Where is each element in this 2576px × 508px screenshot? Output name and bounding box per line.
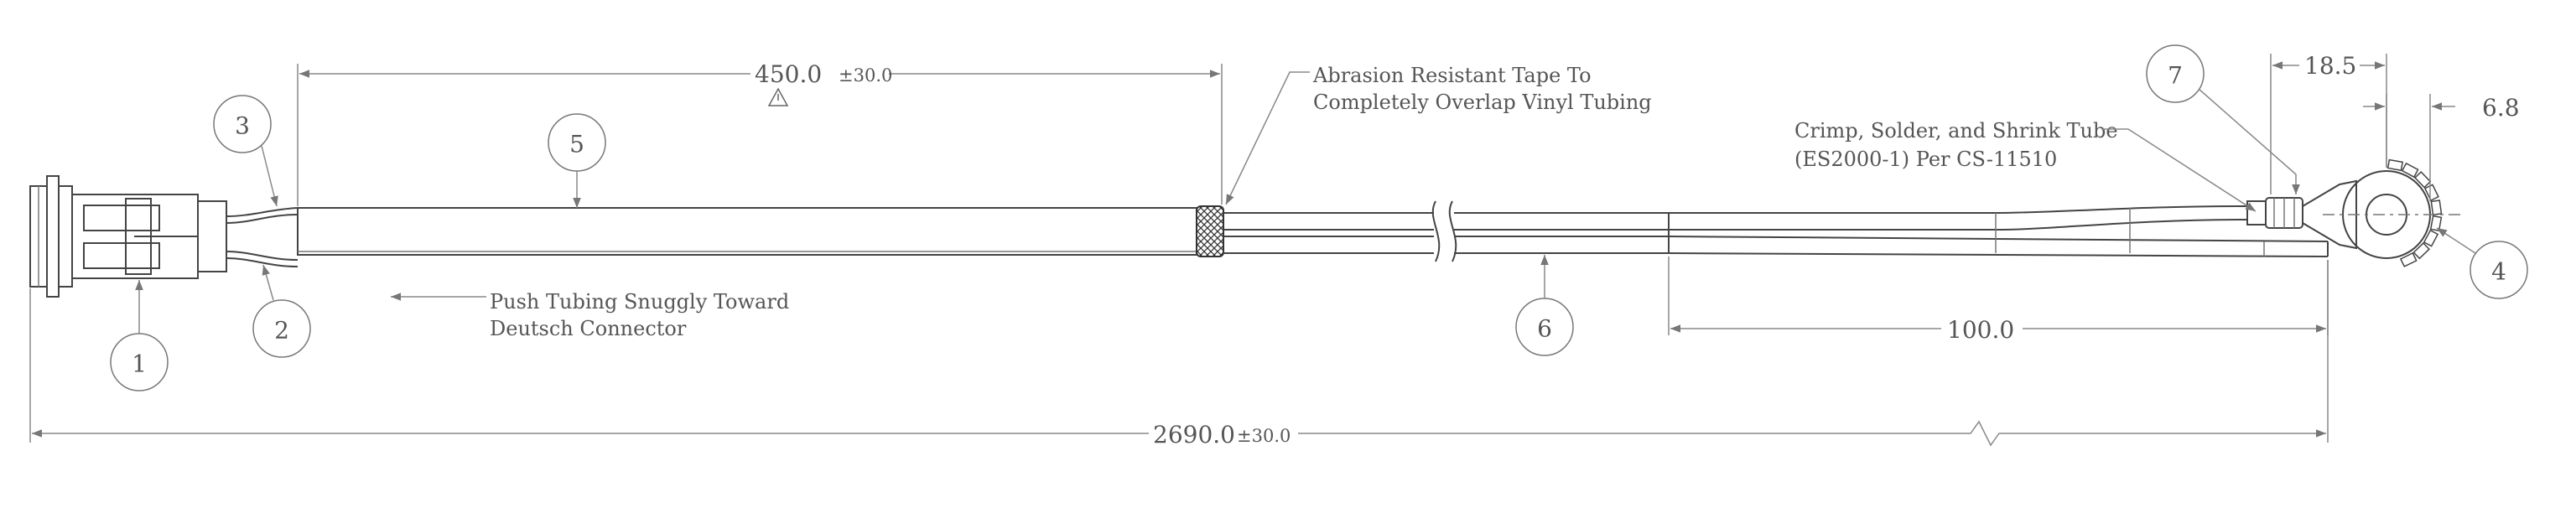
svg-text:1: 1 bbox=[132, 350, 147, 378]
dimension-ring-offset: 6.8 bbox=[2363, 94, 2520, 201]
abrasion-tape bbox=[1196, 205, 1224, 257]
dimension-value: 100.0 bbox=[1947, 316, 2014, 344]
svg-text:Deutsch Connector: Deutsch Connector bbox=[490, 317, 687, 340]
dimension-strip-length: 100.0 bbox=[1668, 257, 2329, 344]
svg-text:6: 6 bbox=[1537, 315, 1552, 343]
vinyl-tubing bbox=[297, 207, 1197, 256]
dimension-value: 450.0 bbox=[755, 60, 822, 88]
dimension-value: 6.8 bbox=[2482, 94, 2520, 122]
wire-breakout-left bbox=[226, 207, 299, 267]
ring-tooth bbox=[2412, 241, 2430, 260]
wire-run bbox=[1223, 200, 2329, 262]
item-balloon-3: 3 bbox=[213, 95, 278, 207]
dimension-terminal-offset: 18.5 bbox=[2270, 52, 2387, 194]
item-balloon-6: 6 bbox=[1515, 255, 1574, 356]
item-balloon-4: 4 bbox=[2436, 227, 2528, 299]
dimension-value: 2690.0 bbox=[1153, 421, 1235, 448]
warning-triangle-icon bbox=[767, 87, 789, 106]
svg-text:7: 7 bbox=[2168, 62, 2183, 90]
svg-text:Push Tubing Snuggly Toward: Push Tubing Snuggly Toward bbox=[490, 290, 789, 314]
item-balloon-7: 7 bbox=[2146, 44, 2300, 194]
svg-text:4: 4 bbox=[2491, 258, 2506, 286]
note-push-tubing: Push Tubing Snuggly Toward Deutsch Conne… bbox=[391, 290, 789, 340]
ring-terminal bbox=[2323, 158, 2465, 267]
item-balloon-5: 5 bbox=[548, 113, 606, 208]
ring-tooth bbox=[2423, 229, 2439, 247]
svg-text:Abrasion Resistant Tape To: Abrasion Resistant Tape To bbox=[1312, 64, 1592, 87]
ring-tooth bbox=[2423, 184, 2439, 202]
crimp-terminal bbox=[2246, 179, 2357, 250]
svg-text:Crimp, Solder, and Shrink Tube: Crimp, Solder, and Shrink Tube bbox=[1794, 119, 2118, 143]
svg-text:3: 3 bbox=[235, 112, 250, 140]
dimension-tolerance: ±30.0 bbox=[1237, 426, 1291, 446]
item-balloon-1: 1 bbox=[110, 280, 169, 391]
item-balloon-2: 2 bbox=[252, 264, 311, 358]
deutsch-connector bbox=[29, 175, 227, 298]
dimension-overall-length: 2690.0 ±30.0 bbox=[29, 260, 2329, 448]
svg-text:2: 2 bbox=[274, 317, 289, 345]
ring-tooth bbox=[2413, 171, 2432, 189]
dimension-tolerance: ±30.0 bbox=[839, 65, 892, 86]
dimension-tubing-length: 450.0 ±30.0 bbox=[297, 60, 1223, 206]
ring-tooth bbox=[2430, 200, 2443, 216]
note-abrasion-tape: Abrasion Resistant Tape To Completely Ov… bbox=[1225, 64, 1652, 205]
svg-text:(ES2000-1) Per CS-11510: (ES2000-1) Per CS-11510 bbox=[1794, 148, 2057, 171]
svg-text:5: 5 bbox=[569, 131, 584, 158]
ring-tooth bbox=[2401, 162, 2419, 179]
ring-tooth bbox=[2386, 158, 2404, 172]
svg-text:Completely Overlap Vinyl Tubin: Completely Overlap Vinyl Tubing bbox=[1313, 91, 1652, 114]
ring-tooth bbox=[2429, 215, 2443, 232]
dimension-value: 18.5 bbox=[2304, 52, 2356, 80]
note-crimp-solder: Crimp, Solder, and Shrink Tube (ES2000-1… bbox=[1794, 119, 2257, 212]
ring-tooth bbox=[2399, 251, 2418, 267]
